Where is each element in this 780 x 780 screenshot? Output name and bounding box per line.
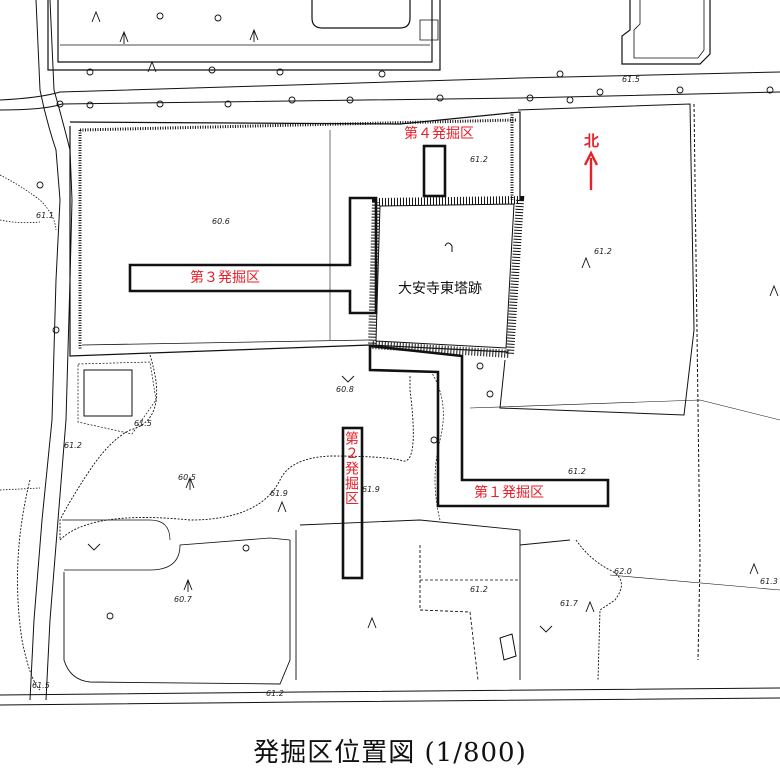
map-symbols	[36, 10, 779, 633]
elevation-label: 61.5	[32, 681, 50, 690]
excavation-trenches	[128, 144, 610, 580]
north-arrow: 北	[578, 134, 608, 194]
trench-area-2	[341, 426, 364, 580]
top-right-building	[621, 0, 711, 65]
elevation-label: 60.7	[174, 595, 192, 604]
small-structure	[499, 633, 517, 661]
trench-area-4	[422, 144, 447, 198]
top-precinct	[47, 0, 441, 71]
elevation-label: 61.2	[594, 247, 612, 256]
south-terrain	[17, 354, 780, 691]
west-field	[69, 111, 521, 357]
elevation-label: 61.9	[362, 485, 380, 494]
elevation-label: 60.6	[212, 217, 230, 226]
west-road	[29, 0, 73, 701]
elevation-label: 61.5	[134, 419, 152, 428]
trench-area-3	[128, 196, 378, 315]
small-building	[77, 361, 157, 435]
site-label: 大安寺東塔跡	[398, 281, 482, 297]
elevation-label: 60.5	[178, 473, 196, 482]
area-3-label: 第３発掘区	[190, 270, 260, 286]
elevation-label: 61.2	[266, 689, 284, 698]
west-contour	[0, 174, 57, 491]
field-symbol	[87, 375, 553, 633]
elevation-label: 61.3	[760, 577, 778, 586]
area-4-label: 第４発掘区	[404, 126, 474, 142]
main-road	[0, 71, 780, 111]
north-label: 北	[584, 132, 600, 150]
site-map	[0, 0, 780, 706]
area-2-label: 第２発掘区	[343, 431, 359, 506]
tree-symbol	[91, 10, 779, 629]
tower-mound	[367, 195, 525, 359]
trench-area-1	[368, 344, 610, 508]
area-1-label: 第１発掘区	[474, 485, 544, 501]
elevation-label: 61.9	[270, 489, 288, 498]
east-field	[469, 103, 780, 661]
elevation-label: 61.2	[470, 585, 488, 594]
elevation-label: 61.2	[64, 441, 82, 450]
elevation-label: 61.2	[568, 467, 586, 476]
elevation-label: 61.2	[470, 155, 488, 164]
dry-field-symbol	[36, 12, 774, 620]
elevation-label: 62.0	[614, 567, 632, 576]
elevation-label: 60.8	[336, 385, 354, 394]
elevation-label: 61.7	[560, 599, 578, 608]
elevation-label: 61.5	[622, 75, 640, 84]
bottom-road	[0, 687, 780, 706]
north-arrow-icon	[583, 150, 599, 190]
elevation-label: 61.1	[36, 211, 54, 220]
figure-title: 発掘区位置図 (1/800)	[253, 738, 527, 768]
